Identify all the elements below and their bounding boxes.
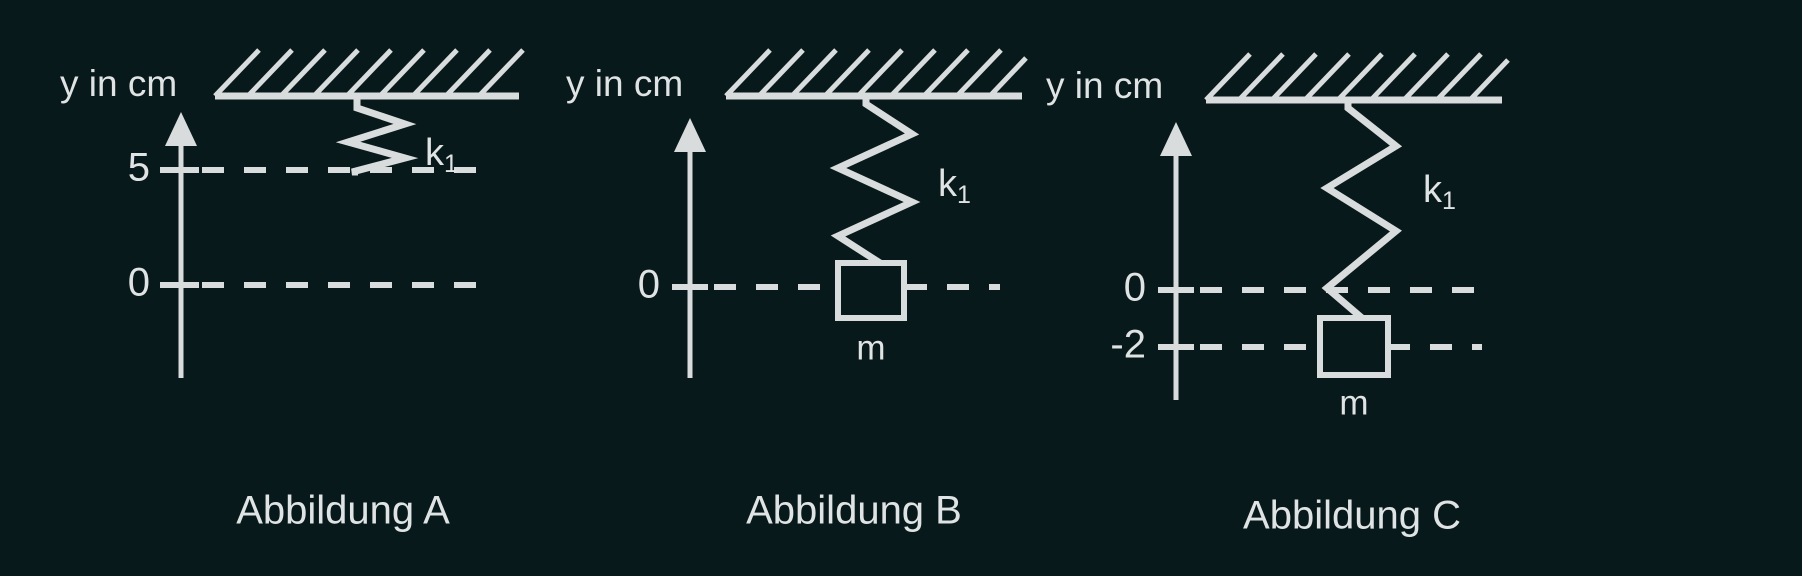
- ceiling-hatch-a: [213, 48, 525, 100]
- spring-constant-symbol-a: k: [425, 132, 445, 174]
- tick-label-b-0: 0: [638, 263, 660, 307]
- ceiling-hatch-b: [724, 48, 1028, 100]
- y-axis-b: [672, 118, 708, 378]
- spring-constant-subscript-c: 1: [1442, 187, 1456, 215]
- axis-label-c: y in cm: [1046, 65, 1163, 106]
- spring-constant-symbol-c: k: [1423, 169, 1443, 211]
- mass-label-c: m: [1339, 383, 1368, 422]
- spring-c: [1320, 100, 1403, 321]
- spring-constant-label-c: k1: [1423, 169, 1456, 215]
- tick-label-a-0: 5: [128, 146, 150, 190]
- ceiling-hatch-c: [1204, 52, 1510, 104]
- y-axis-a: [163, 112, 199, 378]
- caption-a: Abbildung A: [236, 489, 450, 533]
- axis-label-a: y in cm: [60, 63, 177, 104]
- spring-b: [829, 96, 921, 266]
- caption-b: Abbildung B: [746, 489, 962, 533]
- mass-label-b: m: [856, 328, 885, 367]
- tick-label-c-0: 0: [1124, 266, 1146, 310]
- spring-constant-subscript-a: 1: [444, 150, 458, 178]
- spring-constant-label-a: k1: [425, 132, 458, 178]
- axis-label-b: y in cm: [566, 63, 683, 104]
- spring-a: [335, 96, 419, 176]
- mass-block-c: [1317, 315, 1391, 378]
- spring-constant-subscript-b: 1: [957, 181, 971, 209]
- caption-c: Abbildung C: [1243, 494, 1461, 538]
- spring-constant-label-b: k1: [938, 163, 971, 209]
- tick-label-a-1: 0: [128, 261, 150, 305]
- y-axis-c: [1158, 122, 1194, 400]
- spring-constant-symbol-b: k: [938, 163, 958, 205]
- mass-block-b: [835, 260, 907, 321]
- tick-label-c-1: -2: [1110, 323, 1146, 367]
